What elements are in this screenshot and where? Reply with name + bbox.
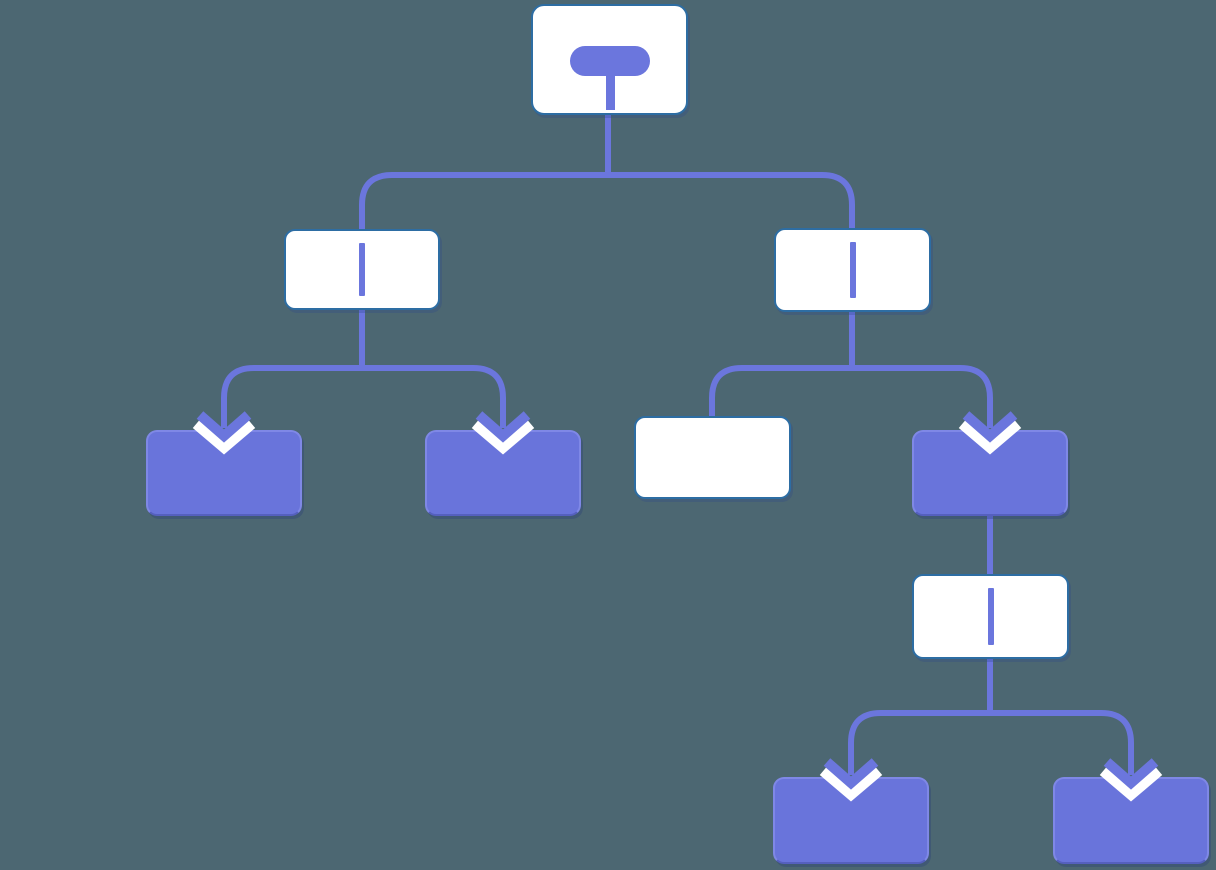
tree-node-node-rl[interactable] [634,416,791,499]
tree-node-root[interactable] [531,4,688,115]
chevron-white-outline [958,418,1022,455]
root-pill-stem-icon [606,75,615,110]
caret-bar-icon [849,242,856,298]
caret-bar-icon [359,243,365,296]
chevron-white-outline [819,765,883,802]
tree-node-branch-rr[interactable] [912,574,1069,659]
root-pill-icon [570,46,650,76]
tree-node-branch-r[interactable] [774,228,931,312]
chevron-white-outline [1099,765,1163,802]
connector-rail-left [221,365,506,428]
caret-bar-icon [987,588,994,645]
chevron-white-outline [192,418,256,455]
tree-node-branch-l[interactable] [284,229,440,310]
chevron-white-outline [471,418,535,455]
connector-rail-bottom [848,710,1134,775]
connector-rail-top [359,172,855,230]
